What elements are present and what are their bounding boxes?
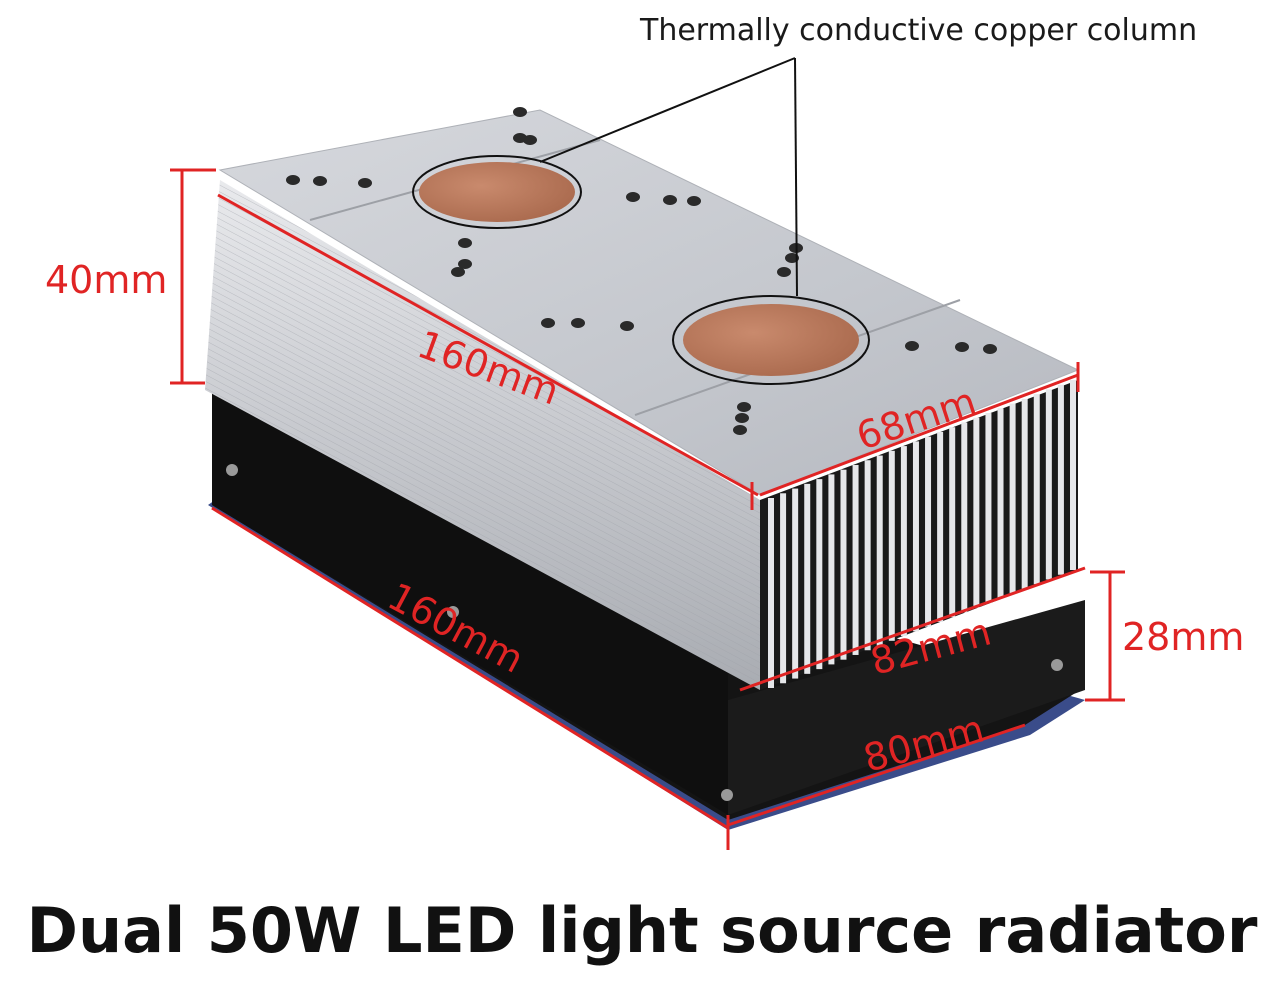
mounting-hole <box>458 259 472 269</box>
mounting-hole <box>523 135 537 145</box>
heatsink-fin <box>792 488 799 679</box>
heatsink-fin <box>1057 384 1064 575</box>
mounting-hole <box>286 175 300 185</box>
heatsink-fin <box>804 483 811 674</box>
heatsink-long-side <box>205 180 760 690</box>
heatsink-fin <box>1070 380 1076 570</box>
heatsink-fin <box>997 408 1004 599</box>
screw-icon <box>721 789 733 801</box>
heatsink-fin <box>1045 389 1052 580</box>
copper-callout: Thermally conductive copper column <box>412 13 1197 385</box>
screw-icon <box>447 606 459 618</box>
mounting-hole <box>458 238 472 248</box>
mounting-hole <box>983 344 997 354</box>
mounting-hole <box>785 253 799 263</box>
heatsink-fin <box>828 474 835 665</box>
mounting-hole <box>313 176 327 186</box>
fan-front <box>728 600 1085 815</box>
mounting-hole <box>737 402 751 412</box>
heatsink-fin <box>949 427 956 618</box>
product-caption: Dual 50W LED light source radiator <box>27 894 1258 967</box>
heatsink-fin <box>1033 394 1040 585</box>
mounting-hole <box>735 413 749 423</box>
heatsink-fin <box>864 460 871 651</box>
heatsink-fin <box>852 464 859 655</box>
heatsink-fin-end <box>760 380 1078 690</box>
callout-label: Thermally conductive copper column <box>639 13 1197 48</box>
fan-side <box>212 390 728 815</box>
mounting-hole <box>663 195 677 205</box>
heatsink-fin <box>1009 403 1016 594</box>
screw-icon <box>1051 659 1063 671</box>
heatsink-fin <box>816 479 823 670</box>
heatsink-fin <box>912 441 919 632</box>
mounting-hole <box>905 341 919 351</box>
mounting-hole <box>626 192 640 202</box>
heatsink-fin <box>985 413 992 604</box>
dimension-lines <box>170 168 1125 850</box>
fan-assembly <box>208 390 1085 830</box>
heatsink-fin <box>876 455 883 646</box>
heatsink-fin <box>1021 398 1028 589</box>
heatsink-fin <box>961 422 968 613</box>
heatsink-fin <box>780 493 787 684</box>
heatsink-fin <box>888 450 895 641</box>
dim-height-fan: 28mm <box>1122 615 1244 659</box>
mounting-hole <box>620 321 634 331</box>
mounting-hole <box>687 196 701 206</box>
heatsink-fin <box>937 431 944 622</box>
heatsink-fin <box>900 446 907 637</box>
mounting-hole <box>777 267 791 277</box>
copper-column <box>683 304 859 376</box>
heatsink-fin <box>925 436 932 627</box>
screw-icon <box>226 464 238 476</box>
copper-column <box>419 162 575 222</box>
mounting-hole <box>513 107 527 117</box>
mounting-hole <box>358 178 372 188</box>
mounting-hole <box>541 318 555 328</box>
mounting-hole <box>451 267 465 277</box>
heatsink-fin <box>973 417 980 608</box>
heatsink-fin <box>840 469 847 660</box>
mounting-hole <box>733 425 747 435</box>
heatsink-fin <box>768 498 774 688</box>
mounting-hole <box>955 342 969 352</box>
heatsink-top-plate <box>218 107 1080 496</box>
mounting-hole <box>571 318 585 328</box>
dim-height-top: 40mm <box>45 258 167 302</box>
